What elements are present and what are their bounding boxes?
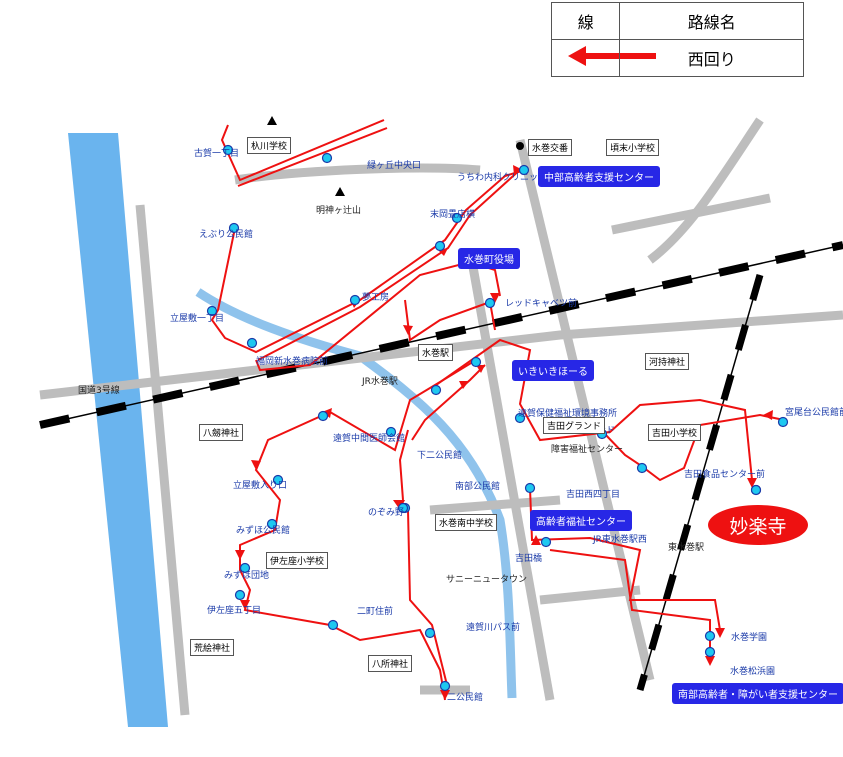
facility-label[interactable]: 中部高齢者支援センター [538,166,660,187]
stop-label[interactable]: 立屋敷入り口 [233,481,288,491]
bus-stop-marker[interactable] [518,164,530,176]
facility-label[interactable]: 南部高齢者・障がい者支援センター [672,683,843,704]
map-label: 東水巻駅 [668,543,705,553]
railway [39,241,843,691]
legend-header-route: 路線名 [619,2,804,40]
map-label: 国道3号線 [78,386,120,396]
stop-label[interactable]: えぶり公民館 [199,230,254,240]
bus-stop-marker[interactable] [327,619,339,631]
bus-stop-marker[interactable] [228,222,240,234]
bus-stop-marker[interactable] [439,680,451,692]
stream [195,288,517,699]
bus-stop-marker[interactable] [704,646,716,658]
stop-label[interactable]: 遠賀川パス前 [466,623,521,633]
bus-stop-marker[interactable] [385,426,397,438]
bus-stop-marker[interactable] [540,536,552,548]
place-box: 河持神社 [645,353,690,370]
stop-label[interactable]: 夢工房 [362,293,390,303]
bus-stop-marker[interactable] [321,152,333,164]
place-box: 頃末小学校 [606,139,660,156]
map-label: 障害福祉センター [551,445,624,455]
bus-stop-marker[interactable] [451,212,463,224]
map-label: サニーニュータウン [446,575,528,585]
stop-label[interactable]: 宮尾台公民館前 [785,408,843,418]
place-box: 八劔神社 [199,424,244,441]
stop-label[interactable]: 水巻松浜園 [730,667,776,677]
place-box: 水巻南中学校 [435,514,498,531]
legend-route-name: 西回り [619,39,804,77]
bus-stops [206,144,789,692]
bus-stop-marker[interactable] [514,412,526,424]
bus-stop-marker[interactable] [704,630,716,642]
bus-stop-marker[interactable] [484,297,496,309]
stop-label[interactable]: 遠賀保健福祉環境事務所 [518,409,618,419]
bus-stop-marker[interactable] [777,416,789,428]
bus-stop-marker[interactable] [349,294,361,306]
bus-stop-marker[interactable] [272,474,284,486]
bus-stop-marker[interactable] [246,337,258,349]
stop-label[interactable]: うちわ内科クリニック横 [457,173,557,183]
stop-label[interactable]: 二公民館 [447,693,484,703]
bus-stop-marker[interactable] [750,484,762,496]
place-box: 吉田小学校 [648,424,702,441]
stop-label[interactable]: みずほ団地 [224,571,270,581]
stop-label[interactable]: のぞみ野 [368,508,405,518]
facility-label[interactable]: 水巻町役場 [458,248,520,269]
place-box: 杁川学校 [247,137,292,154]
bus-stop-marker[interactable] [434,240,446,252]
place-box: 荒絵神社 [190,639,235,656]
stop-label[interactable]: 末岡畳店横 [430,210,476,220]
stop-label[interactable]: レッドキャベツ前 [505,299,578,309]
bus-stop-marker[interactable] [239,562,251,574]
place-box: 水巻交番 [528,139,573,156]
stop-label[interactable]: 南部公民館 [455,482,501,492]
stop-label[interactable]: JR東水巻駅西 [593,535,647,545]
stop-label[interactable]: 吉田西四丁目 [566,490,621,500]
map-label: JR水巻駅 [362,377,398,387]
bus-stop-marker[interactable] [222,144,234,156]
map-label: 明神ヶ辻山 [316,206,362,216]
bus-stop-marker[interactable] [470,356,482,368]
stop-label[interactable]: 下二公民館 [417,451,463,461]
stop-label[interactable]: 吉田食品センター前 [684,470,766,480]
roads [39,117,843,716]
bus-stop-marker[interactable] [397,502,409,514]
stop-label[interactable]: 二町住前 [357,607,394,617]
facility-label[interactable]: 高齢者福祉センター [530,510,632,531]
stop-label[interactable]: みずほ公民館 [236,526,291,536]
legend-header-line: 線 [550,2,621,40]
destination-badge: 妙楽寺 [708,505,808,545]
stop-label[interactable]: 立屋敷一丁目 [170,314,225,324]
bus-stop-marker[interactable] [266,518,278,530]
bus-stop-marker[interactable] [234,589,246,601]
legend-table: 線 路線名 西回り [550,2,804,77]
bus-stop-marker[interactable] [524,482,536,494]
bus-stop-marker[interactable] [430,384,442,396]
place-box: 水巻駅 [418,344,454,361]
markers [267,116,524,196]
stop-label[interactable]: 水巻学園 [731,633,768,643]
legend-arrow-cell [550,39,621,77]
place-box: 吉田グランド [543,417,606,434]
stop-label[interactable]: 伊左座五丁目 [207,606,262,616]
stop-label[interactable]: 古賀一丁目 [194,149,240,159]
facility-label[interactable]: いきいきほーる [512,360,594,381]
place-box: 八所神社 [368,655,413,672]
bus-stop-marker[interactable] [636,462,648,474]
river [68,133,168,727]
stop-label[interactable]: 遠賀中間医師会館 [333,434,406,444]
bus-stop-marker[interactable] [424,627,436,639]
place-box: 伊左座小学校 [266,552,329,569]
bus-stop-marker[interactable] [206,305,218,317]
stop-label[interactable]: 緑ヶ丘中央口 [367,161,422,171]
bus-stop-marker[interactable] [317,410,329,422]
stop-label[interactable]: 福岡新水巻病院前 [256,357,329,367]
stop-label[interactable]: 吉田橋 [515,554,543,564]
